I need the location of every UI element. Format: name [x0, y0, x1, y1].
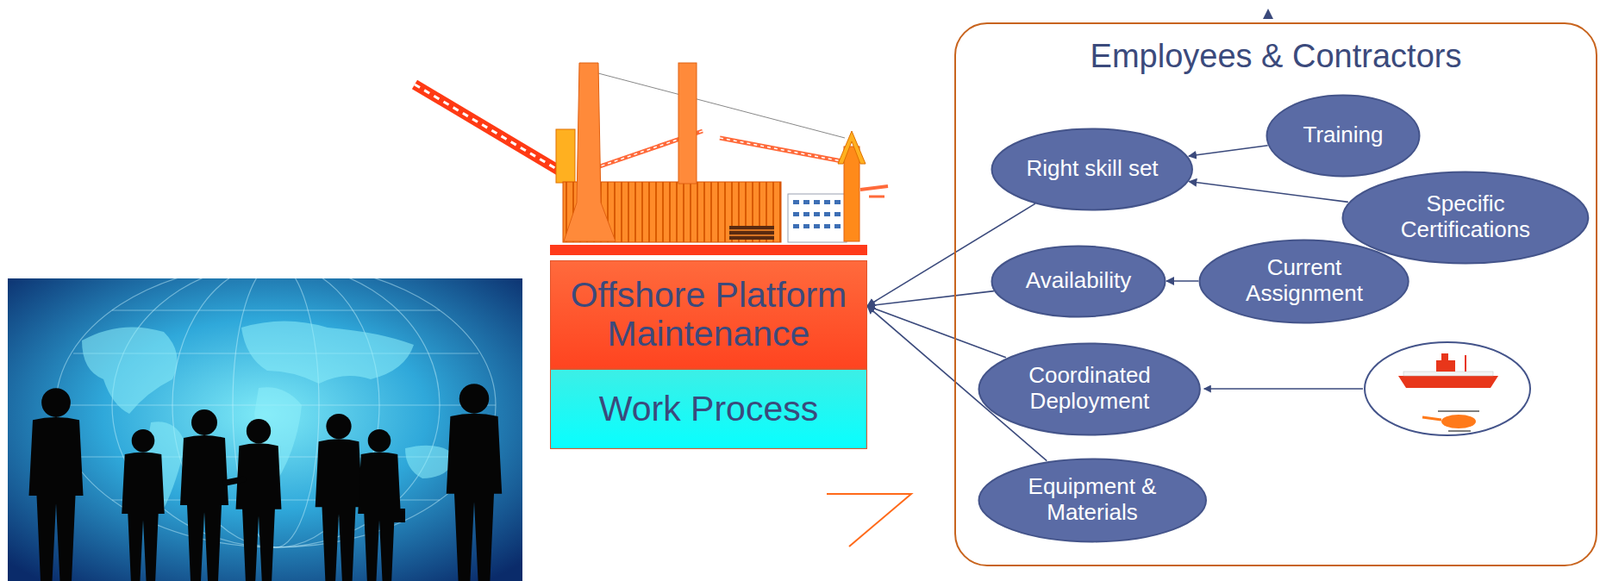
deck-band: [550, 244, 868, 256]
feed-arrow: [1204, 387, 1363, 390]
vent: [729, 225, 775, 240]
oval-node: Equipment & Materials: [977, 457, 1208, 544]
process-box: Offshore Platform Maintenance: [550, 260, 868, 369]
crane-boom: [414, 84, 573, 179]
crane-boom: [860, 186, 888, 190]
oval-shape: [978, 458, 1207, 542]
arrow-tip: [1262, 8, 1274, 19]
group-title: Employees & Contractors: [1090, 37, 1463, 76]
living-quarters: [787, 193, 847, 243]
crane-tower: [843, 146, 860, 242]
oval-node: Right skill set: [990, 127, 1194, 212]
oval-label: Coordinated Deployment: [1016, 362, 1163, 415]
oval-node: Current Assignment: [1198, 238, 1410, 325]
oval-label: Availability: [1025, 268, 1132, 294]
oval-shape: [979, 343, 1200, 435]
helicopter: [1441, 414, 1476, 429]
connector-arrow: [1188, 181, 1349, 203]
box-label: Work Process: [599, 389, 819, 429]
transport-ellipse: [1364, 342, 1531, 436]
box-label: Offshore Platform Maintenance: [562, 275, 856, 354]
oval-label: Equipment & Materials: [1017, 474, 1169, 526]
oval-shape: [1267, 94, 1420, 176]
oval-label: Right skill set: [1025, 156, 1158, 182]
crane-boom: [719, 137, 847, 163]
crane-tower: [556, 129, 575, 183]
oval-label: Current Assignment: [1235, 255, 1374, 307]
people-silhouettes: [29, 383, 503, 581]
oval-node: Training: [1265, 93, 1421, 178]
connector-arrow: [867, 306, 1007, 358]
oval-shape: [992, 128, 1193, 210]
connector-arrow: [1188, 145, 1269, 157]
oval-shape: [1200, 239, 1409, 323]
stray-stroke: [826, 493, 912, 547]
crane-lattice: [414, 84, 573, 179]
photo-background: [7, 278, 523, 581]
flare-stack: [563, 62, 616, 242]
crane-lattice: [719, 137, 847, 163]
oval-node: Coordinated Deployment: [977, 342, 1201, 437]
people-photo: [7, 278, 523, 581]
ship-hull: [1398, 375, 1499, 388]
group-frame: Employees & ContractorsRight skill set Tr…: [954, 22, 1598, 567]
flare-stack: [678, 62, 697, 184]
windows: [793, 200, 841, 229]
connector-arrow: [867, 291, 994, 307]
oval-label: Training: [1303, 122, 1384, 149]
process-box: Work Process: [550, 368, 868, 450]
oval-label: Specific Certifications: [1383, 191, 1548, 244]
oval-node: Availability: [990, 244, 1167, 319]
cable: [598, 73, 845, 138]
oval-node: Specific Certifications: [1341, 170, 1590, 265]
crane-a-frame: [837, 131, 866, 164]
oval-shape: [992, 245, 1166, 317]
connector-arrow: [1166, 280, 1199, 282]
platform-illustration: [414, 62, 888, 256]
transport-icon: [1204, 342, 1531, 436]
oval-shape: [1343, 171, 1589, 263]
